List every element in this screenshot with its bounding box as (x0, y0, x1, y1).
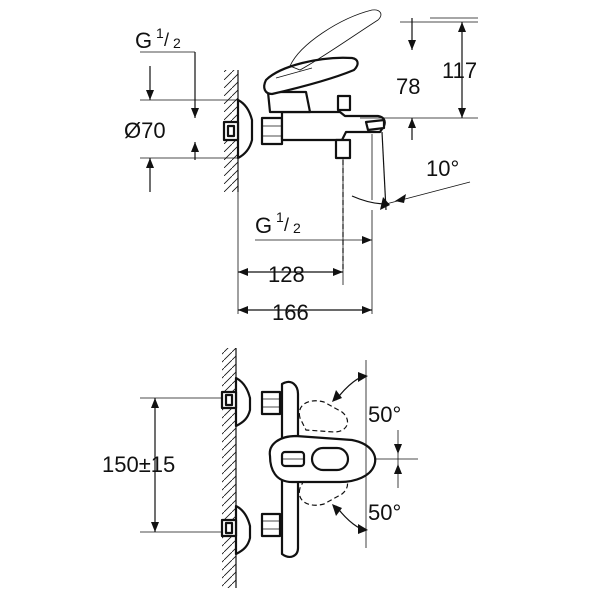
thread-bottom-label: G 1 / 2 (255, 209, 301, 238)
front-view: 150±15 50° 50° (102, 348, 418, 588)
shower-outlet (334, 138, 352, 160)
svg-text:2: 2 (293, 220, 301, 236)
svg-text:1: 1 (276, 209, 284, 225)
diameter-label: Ø70 (124, 118, 166, 143)
lower-body-nut (260, 512, 282, 538)
angle-arc (351, 195, 387, 205)
body-nut (260, 116, 284, 146)
lever-handle (263, 56, 359, 96)
height-117-label: 117 (442, 58, 477, 83)
svg-text:1: 1 (156, 25, 164, 41)
thread-top-label: G 1 / 2 (135, 25, 181, 53)
svg-text:G: G (255, 213, 272, 238)
swing-top-label: 50° (368, 402, 401, 427)
wall-flange (236, 98, 254, 160)
height-78-label: 78 (396, 74, 420, 99)
svg-text:G: G (135, 28, 152, 53)
upper-flange (234, 376, 252, 428)
swing-bottom-label: 50° (368, 500, 401, 525)
upper-body-nut (260, 390, 282, 416)
lower-flange (234, 504, 252, 556)
angle-10-label: 10° (426, 156, 459, 181)
lever-open-position (289, 9, 382, 71)
lever-swing-up (298, 400, 349, 433)
lever-slot (310, 446, 350, 472)
depth-128-label: 128 (268, 262, 305, 287)
wall-section-bottom (222, 348, 237, 588)
cartridge-column (266, 90, 312, 114)
diverter-knob (336, 94, 352, 112)
spacing-label: 150±15 (102, 452, 175, 477)
svg-text:/: / (284, 215, 289, 235)
svg-text:/: / (164, 30, 169, 50)
depth-166-label: 166 (272, 300, 309, 325)
side-view: G 1 / 2 Ø70 117 78 (124, 9, 478, 325)
svg-text:2: 2 (173, 35, 181, 51)
